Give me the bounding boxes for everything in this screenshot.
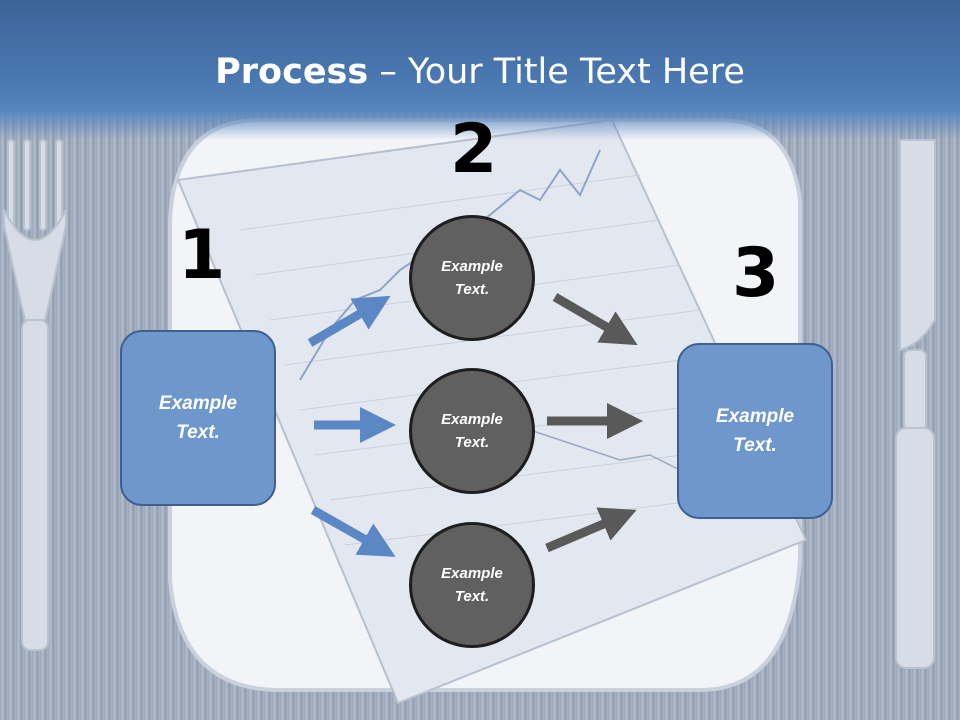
arrow-bottom-circle-to-box [545, 507, 637, 553]
left-box-line2: Text. [176, 422, 220, 443]
title-bold: Process [215, 52, 369, 92]
title-rest: – Your Title Text Here [368, 52, 745, 92]
step-number-2: 2 [450, 110, 498, 189]
right-box-line2: Text. [733, 435, 777, 456]
page-title: Process – Your Title Text Here [0, 52, 960, 92]
circle-top-line2: Text. [454, 281, 490, 298]
step-number-1: 1 [178, 216, 226, 295]
circle-bottom-line2: Text. [454, 588, 490, 605]
arrow-top-circle-to-box [552, 293, 638, 346]
circle-middle-line2: Text. [454, 434, 490, 451]
circle-bottom-line1: Example [441, 565, 503, 582]
arrow-box-to-bottom-circle [310, 506, 396, 557]
arrow-box-to-top-circle [307, 295, 391, 347]
circle-top-line1: Example [441, 258, 503, 275]
knife-icon [895, 139, 936, 669]
left-box-line1: Example [158, 393, 238, 414]
circle-middle-line1: Example [441, 411, 503, 428]
title-band [0, 0, 960, 140]
right-box-line1: Example [715, 406, 795, 427]
fork-icon [3, 139, 67, 651]
step-number-3: 3 [732, 234, 780, 313]
